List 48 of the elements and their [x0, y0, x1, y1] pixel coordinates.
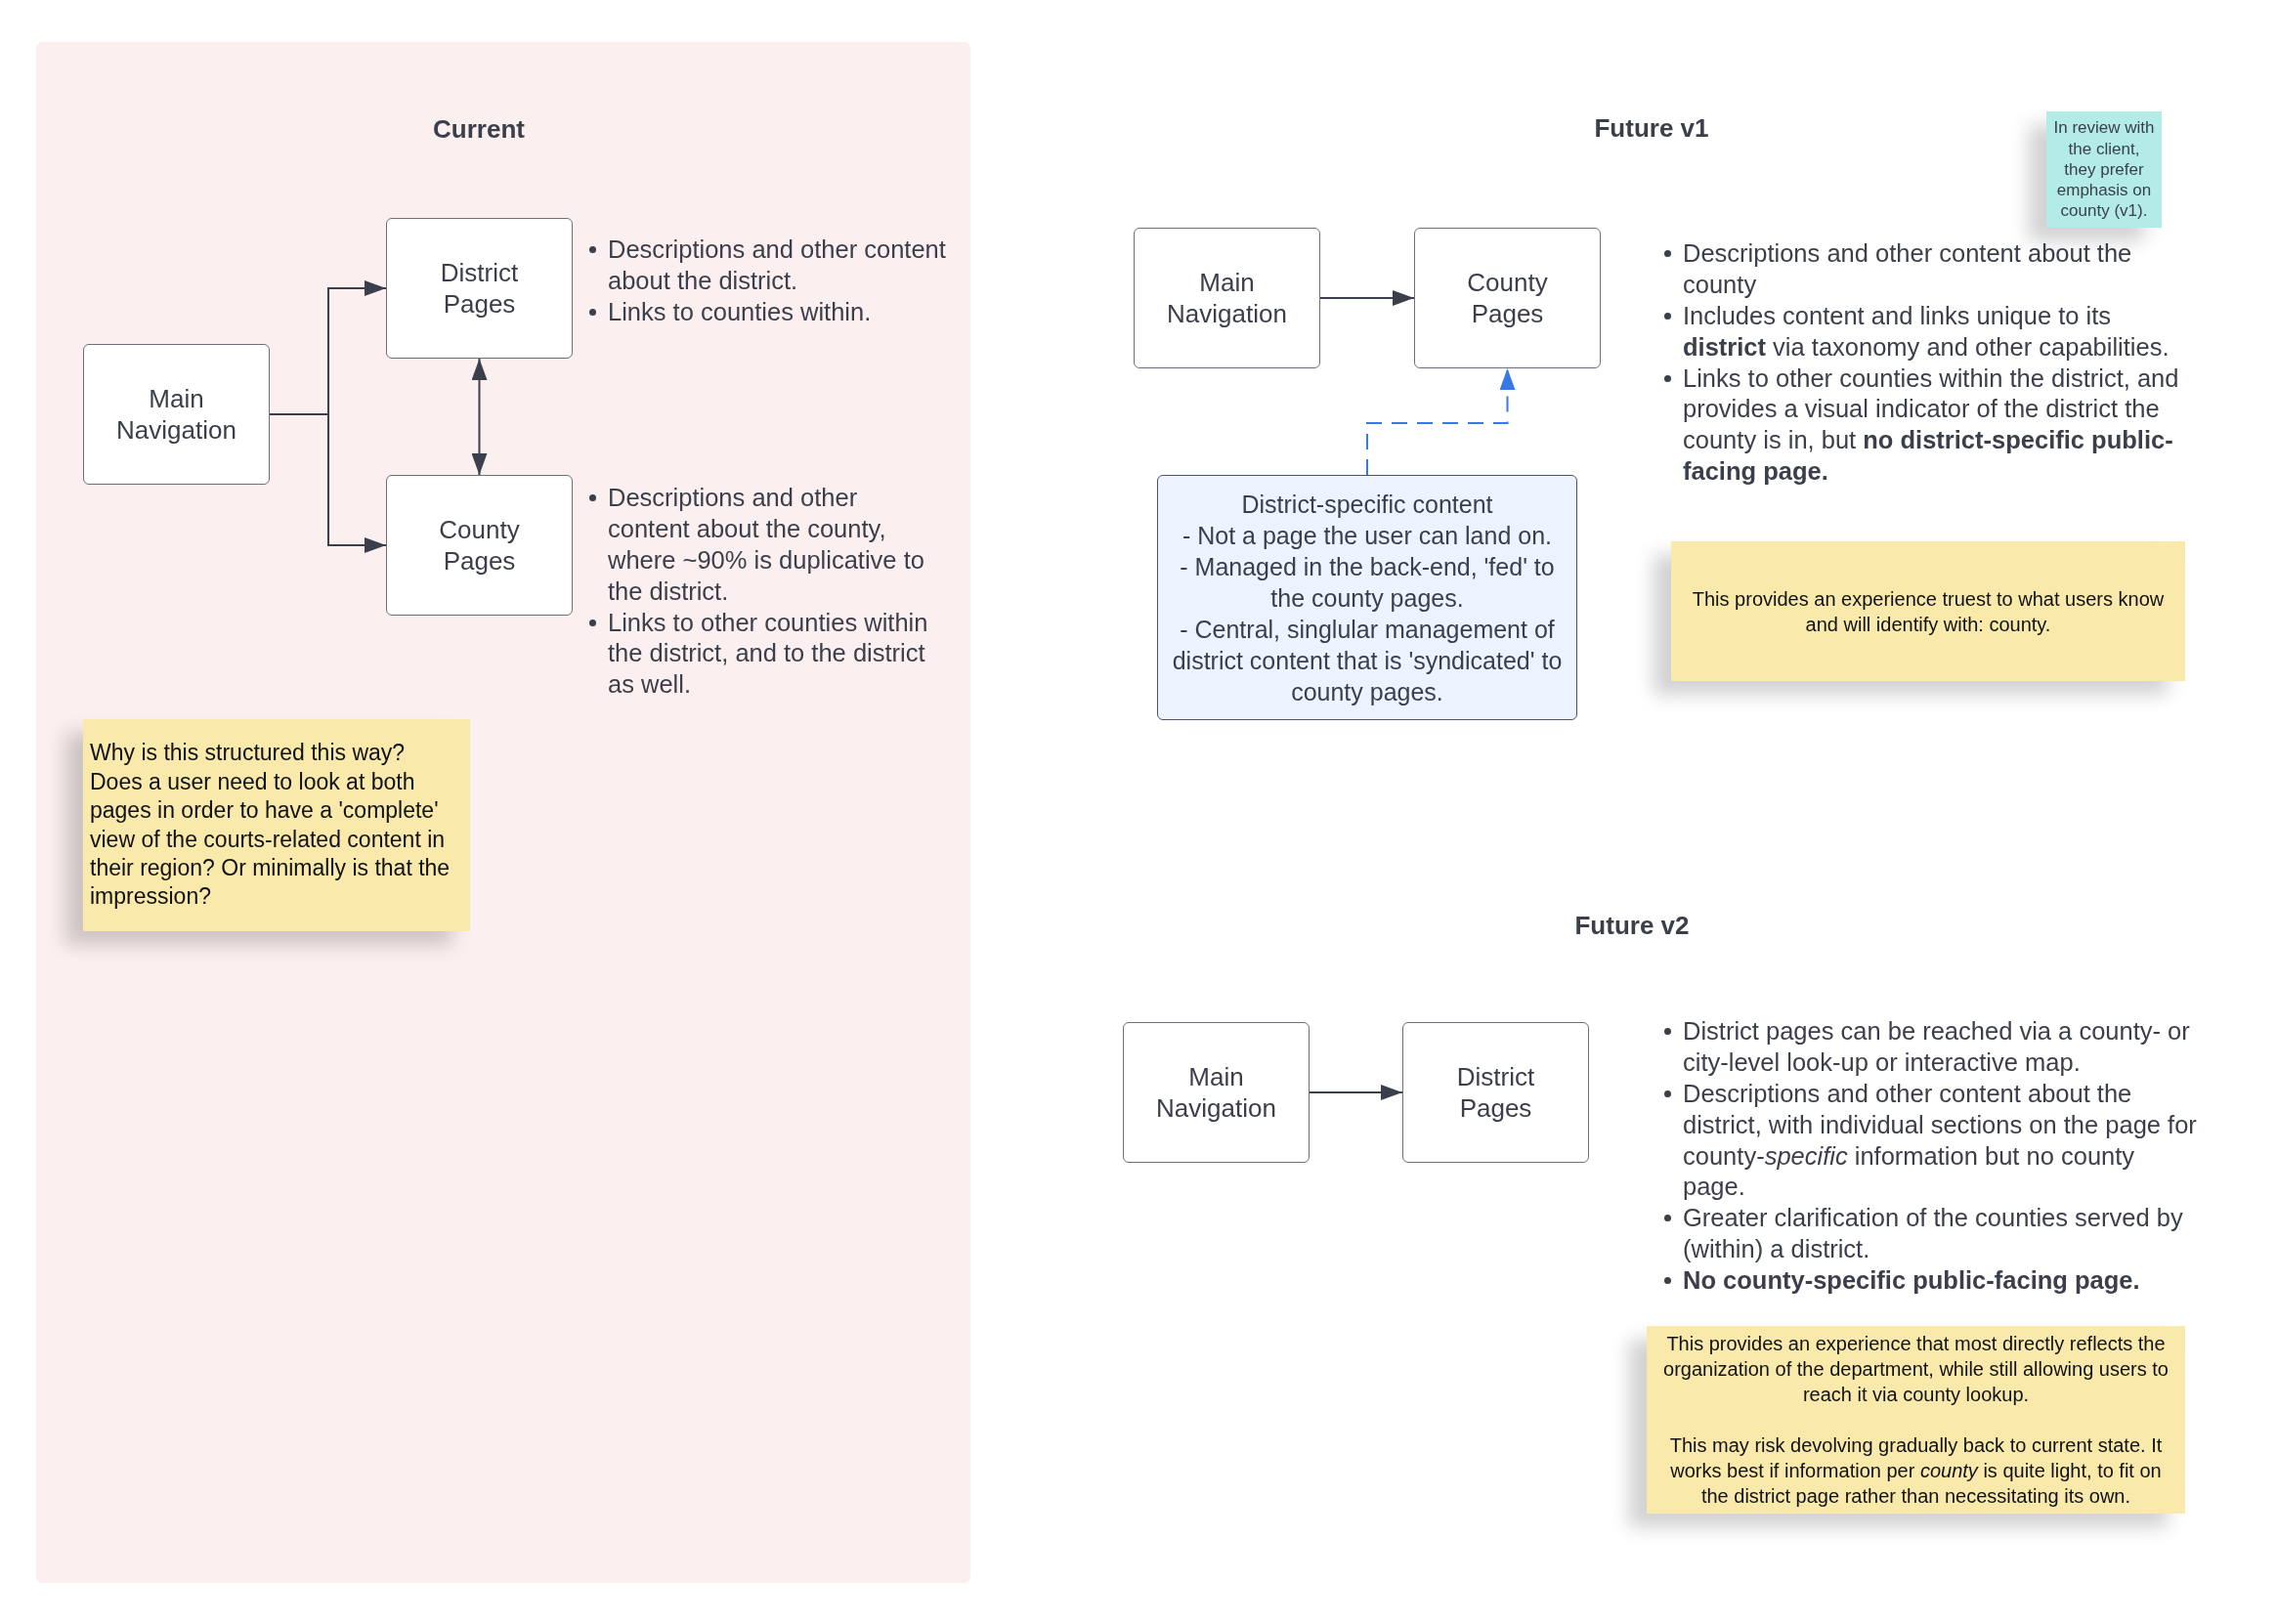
- sticky-note: [2046, 111, 2162, 228]
- note-text: This may risk devolving gradually back to current state. It works best if information per county is quite light, to fit on the district page rather than necessitating its own.: [1668, 1433, 2164, 1509]
- box-heading: District-specific content: [1241, 489, 1493, 520]
- node-label: Main Navigation: [1167, 266, 1287, 330]
- arrow: [1309, 1085, 1403, 1100]
- note-text: Why is this structured this way? Does a user need to look at both pages in order to have a 'complete' view of the courts-related content in their region? Or minimally is that the impression?: [90, 739, 451, 912]
- arrow: [1366, 367, 1516, 476]
- note-text: This provides an experience truest to what users know and will identify with: county.: [1691, 586, 2166, 637]
- node-label: District Pages: [1455, 1060, 1536, 1125]
- sticky-note: [1671, 541, 2185, 681]
- bullet-text: Descriptions and other content about the district.: [608, 235, 946, 294]
- sticky-note: [83, 719, 470, 931]
- bullet-text: District pages can be reached via a county- or city-level look-up or interactive map.: [1683, 1017, 2190, 1076]
- bullet-text: Includes content and links unique to its district via taxonomy and other capabilities.: [1683, 301, 2170, 361]
- note-text: In review with the client, they prefer emphasis on county (v1).: [2052, 117, 2156, 222]
- section-title: Future v1: [1593, 113, 1710, 144]
- bullet-text: Greater clarification of the counties served by (within) a district.: [1683, 1204, 2183, 1263]
- process-box: [386, 475, 573, 616]
- node-label: District Pages: [439, 256, 520, 321]
- node-label: Main Navigation: [116, 382, 236, 447]
- note-text: - Managed in the back-end, 'fed' to the county pages.: [1179, 551, 1556, 614]
- arrow: [269, 413, 387, 553]
- process-box: [1414, 228, 1601, 368]
- note-text: - Central, singlular management of district content that is 'syndicated' to county pages.: [1171, 614, 1564, 707]
- arrow: [471, 358, 488, 476]
- node-label: Main Navigation: [1156, 1060, 1276, 1125]
- bullet-text: Links to other counties within the district, and provides a visual indicator of the district the county is in, but no district-specific public-facing page.: [1683, 363, 2179, 486]
- bullet-text: Descriptions and other content about the county, where ~90% is duplicative to the district.: [608, 484, 924, 605]
- bullet-text: Descriptions and other content about the county: [1683, 239, 2132, 298]
- note-text: This provides an experience that most directly reflects the organization of the department, while still allowing users to reach it via county lookup.: [1662, 1332, 2170, 1407]
- process-box: [83, 344, 270, 485]
- panel-background: [36, 42, 970, 1583]
- process-box: [1134, 228, 1320, 368]
- process-box: [1123, 1022, 1310, 1163]
- sticky-note: [1647, 1326, 2185, 1514]
- info-box: [1157, 475, 1577, 720]
- process-box: [386, 218, 573, 359]
- bullet-text: No county-specific public-facing page.: [1683, 1266, 2140, 1294]
- node-label: County Pages: [438, 513, 521, 577]
- section-title: Future v2: [1573, 911, 1691, 941]
- arrow: [1319, 290, 1415, 306]
- bullet-text: Links to counties within.: [608, 297, 872, 325]
- note-text: - Not a page the user can land on.: [1182, 520, 1552, 551]
- panel-title: Current: [433, 114, 525, 145]
- bullet-text: Links to other counties within the district, and to the district as well.: [608, 608, 928, 699]
- process-box: [1402, 1022, 1589, 1163]
- bullet-text: Descriptions and other content about the district, with individual sections on the page for county-specific information but no county page.: [1683, 1079, 2197, 1201]
- node-label: County Pages: [1466, 266, 1549, 330]
